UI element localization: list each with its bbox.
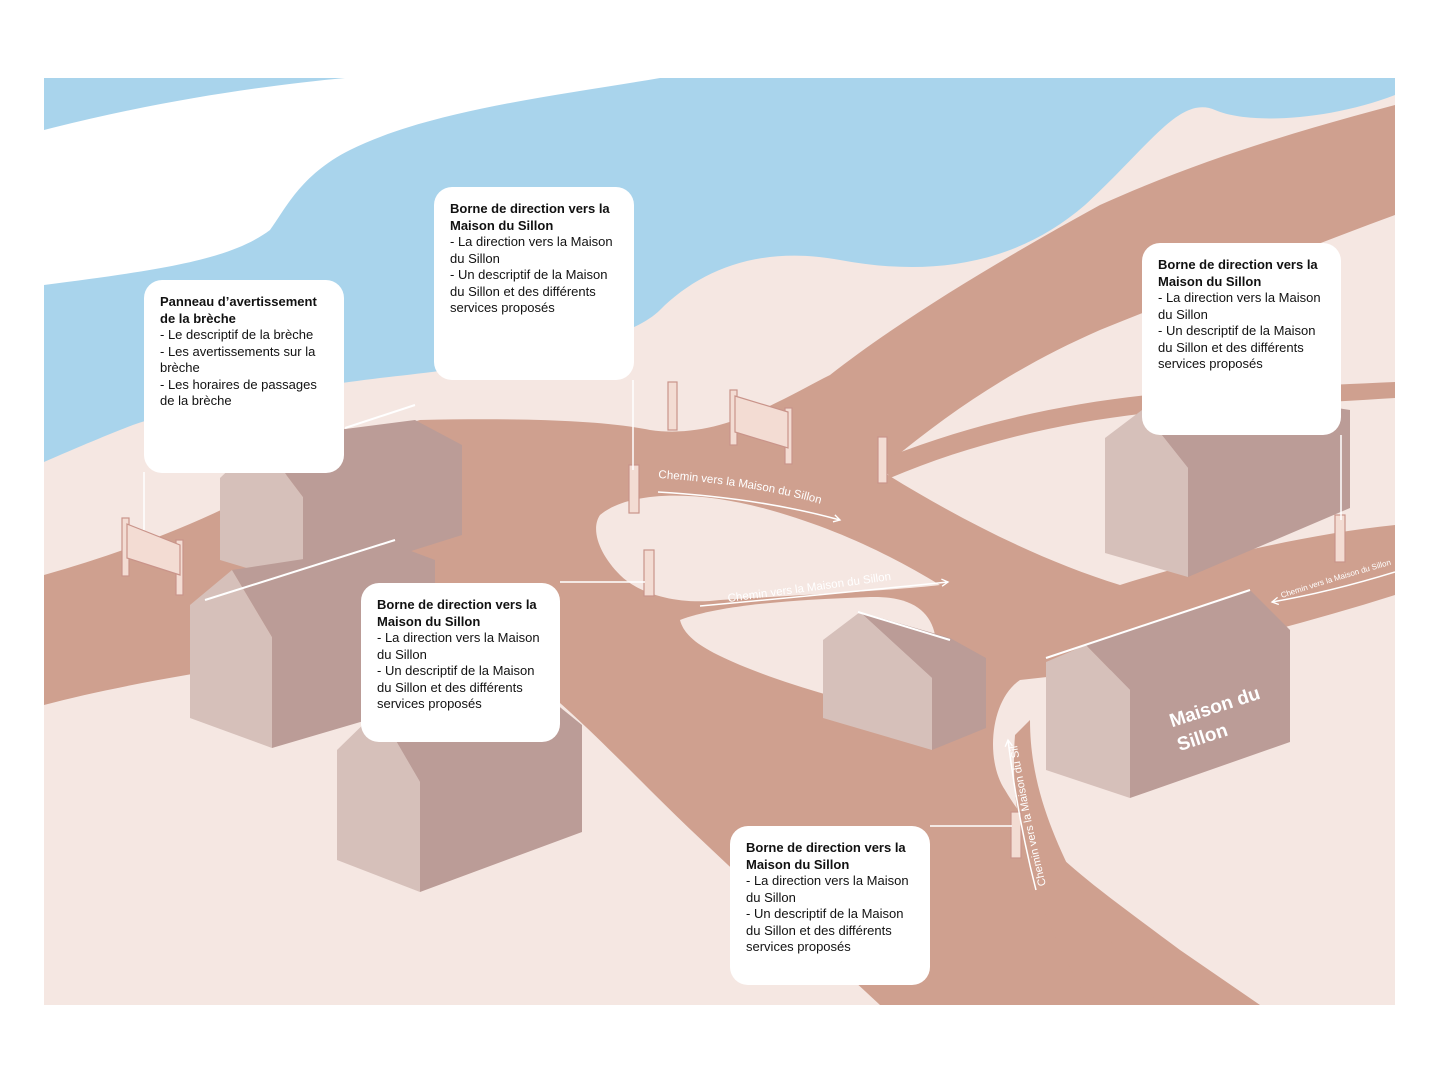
callout-title: Borne de direction vers la Maison du Sil… bbox=[1158, 257, 1318, 289]
callout-title: Panneau d’avertissement de la brèche bbox=[160, 294, 317, 326]
callout-line: - Le descriptif de la brèche bbox=[160, 327, 314, 342]
callout-line: - Un descriptif de la Maison du Sillon e… bbox=[377, 663, 535, 711]
upper-right-path bbox=[880, 382, 1395, 478]
warning-sign-left bbox=[121, 517, 184, 596]
callout-direction-left: Borne de direction vers la Maison du Sil… bbox=[361, 583, 560, 742]
callout-line: - Un descriptif de la Maison du Sillon e… bbox=[1158, 323, 1316, 371]
callout-direction-right: Borne de direction vers la Maison du Sil… bbox=[1142, 243, 1341, 435]
callout-direction-bottom: Borne de direction vers la Maison du Sil… bbox=[730, 826, 930, 985]
warning-sign-center bbox=[729, 389, 793, 465]
white-road-edges bbox=[204, 404, 1251, 659]
callout-line: - Un descriptif de la Maison du Sillon e… bbox=[450, 267, 608, 315]
signage bbox=[121, 381, 1346, 859]
direction-post bbox=[877, 436, 888, 484]
callout-line: - Les horaires de passages de la brèche bbox=[160, 376, 317, 409]
buildings bbox=[190, 405, 1350, 892]
building-center bbox=[823, 612, 986, 750]
sea bbox=[44, 78, 1395, 462]
callout-line: - Un descriptif de la Maison du Sillon e… bbox=[746, 906, 904, 954]
building-maison-du-sillon bbox=[1046, 590, 1290, 798]
central-island bbox=[596, 495, 940, 602]
callout-title: Borne de direction vers la Maison du Sil… bbox=[377, 597, 537, 629]
white-shore-band bbox=[44, 78, 660, 285]
direction-post bbox=[1334, 514, 1346, 563]
callout-title: Borne de direction vers la Maison du Sil… bbox=[746, 840, 906, 872]
building-upper-right bbox=[1105, 405, 1350, 577]
callout-line: - La direction vers la Maison du Sillon bbox=[450, 234, 613, 266]
direction-post bbox=[628, 464, 640, 514]
callout-line: - La direction vers la Maison du Sillon bbox=[1158, 290, 1321, 322]
direction-post bbox=[643, 549, 655, 597]
roads bbox=[44, 105, 1395, 1005]
building-bottom-left bbox=[337, 695, 582, 892]
callout-direction-top: Borne de direction vers la Maison du Sil… bbox=[434, 187, 634, 380]
path-arrows bbox=[657, 491, 1395, 891]
direction-post bbox=[1010, 811, 1022, 859]
callout-title: Borne de direction vers la Maison du Sil… bbox=[450, 201, 610, 233]
right-bottom-path bbox=[1013, 720, 1160, 1005]
direction-post bbox=[667, 381, 678, 431]
leader-lines bbox=[143, 380, 1342, 827]
callout-line: - Les avertissements sur la brèche bbox=[160, 343, 316, 376]
callout-warning-panel: Panneau d’avertissement de la brèche - L… bbox=[144, 280, 344, 473]
callout-line: - La direction vers la Maison du Sillon bbox=[746, 873, 909, 905]
callout-line: - La direction vers la Maison du Sillon bbox=[377, 630, 540, 662]
